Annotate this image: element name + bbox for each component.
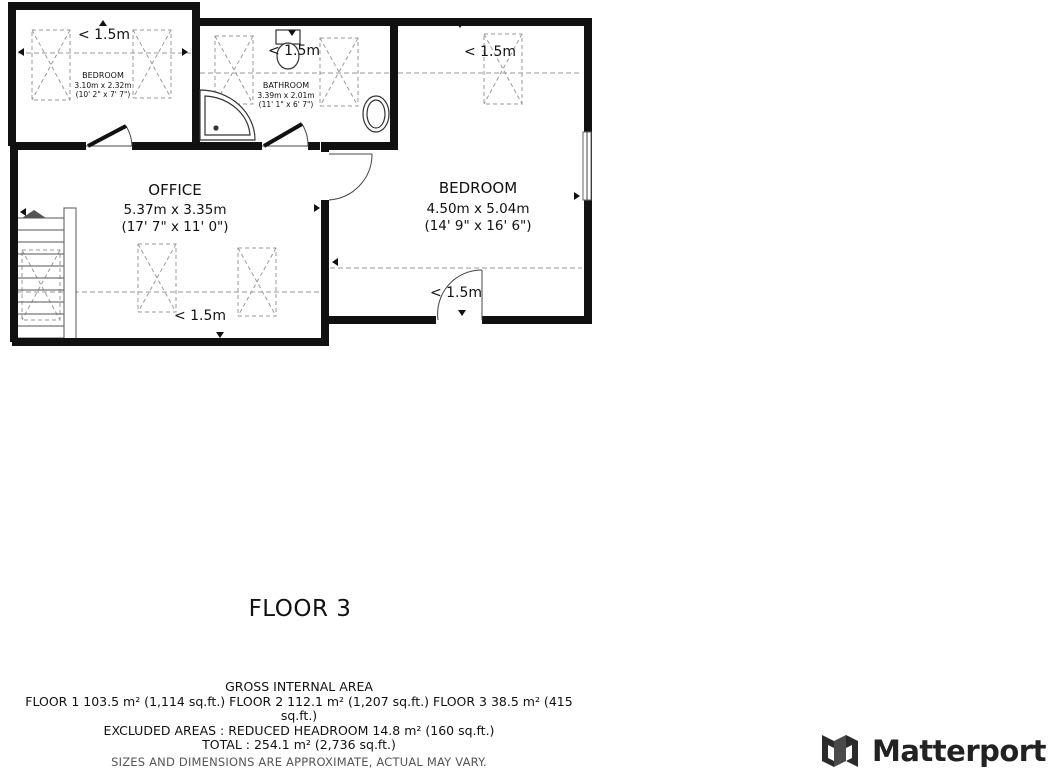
room-name: BATHROOM (263, 81, 309, 90)
sink-icon (362, 95, 390, 133)
headroom-label: < 1.5m (268, 43, 320, 59)
room-imperial: (11' 1" x 6' 7") (259, 100, 314, 109)
headroom-label: < 1.5m (464, 44, 516, 60)
room-metric: 3.39m x 2.01m (257, 91, 314, 100)
floor-title: FLOOR 3 (248, 596, 352, 622)
door-bedroom-large (321, 152, 373, 201)
room-imperial: (10' 2" x 7' 7") (76, 90, 131, 99)
skylight (214, 35, 254, 105)
room-name: OFFICE (148, 181, 201, 199)
window (582, 131, 592, 201)
room-metric: 3.10m x 2.32m (74, 81, 131, 90)
gross-area-heading: GROSS INTERNAL AREA (225, 679, 373, 694)
skylight (137, 243, 177, 313)
skylight (21, 249, 61, 321)
skylight (237, 247, 277, 317)
disclaimer: SIZES AND DIMENSIONS ARE APPROXIMATE, AC… (111, 754, 487, 769)
room-metric: 5.37m x 3.35m (124, 202, 227, 218)
skylights (21, 29, 523, 321)
room-name: BEDROOM (439, 179, 517, 197)
skylight (483, 33, 523, 105)
matterport-logo: Matterport (820, 730, 1046, 772)
bathroom-fixtures (199, 29, 390, 141)
staircase (13, 207, 77, 341)
door-bedroom-small (86, 124, 133, 150)
excluded-areas: EXCLUDED AREAS : REDUCED HEADROOM 14.8 m… (103, 722, 495, 738)
total-area: TOTAL : 254.1 m² (2,736 sq.ft.) (202, 737, 396, 752)
room-name: BEDROOM (82, 71, 124, 80)
skylight (132, 29, 172, 99)
wall-markers (18, 20, 580, 338)
skylight (319, 37, 359, 107)
area-summary: GROSS INTERNAL AREA FLOOR 1 103.5 m² (1,… (14, 679, 584, 769)
shower-icon (199, 89, 256, 141)
room-metric: 4.50m x 5.04m (427, 201, 530, 217)
headroom-label: < 1.5m (430, 285, 482, 301)
floor-plan: < 1.5m BEDROOM 3.10m x 2.32m (10' 2" x 7… (8, 2, 592, 346)
toilet-icon (275, 29, 301, 70)
doors (86, 122, 592, 324)
brand-name: Matterport (872, 734, 1046, 768)
headroom-label: < 1.5m (174, 308, 226, 324)
headroom-label: < 1.5m (78, 27, 130, 43)
room-labels: < 1.5m BEDROOM 3.10m x 2.32m (10' 2" x 7… (74, 27, 531, 324)
door-bathroom (262, 122, 309, 150)
matterport-logo-icon (822, 735, 858, 767)
room-imperial: (17' 7" x 11' 0") (121, 219, 228, 235)
floor-areas: FLOOR 1 103.5 m² (1,114 sq.ft.) FLOOR 2 … (25, 693, 573, 723)
room-imperial: (14' 9" x 16' 6") (424, 218, 531, 234)
skylight (31, 29, 71, 101)
door-landing (436, 269, 483, 324)
